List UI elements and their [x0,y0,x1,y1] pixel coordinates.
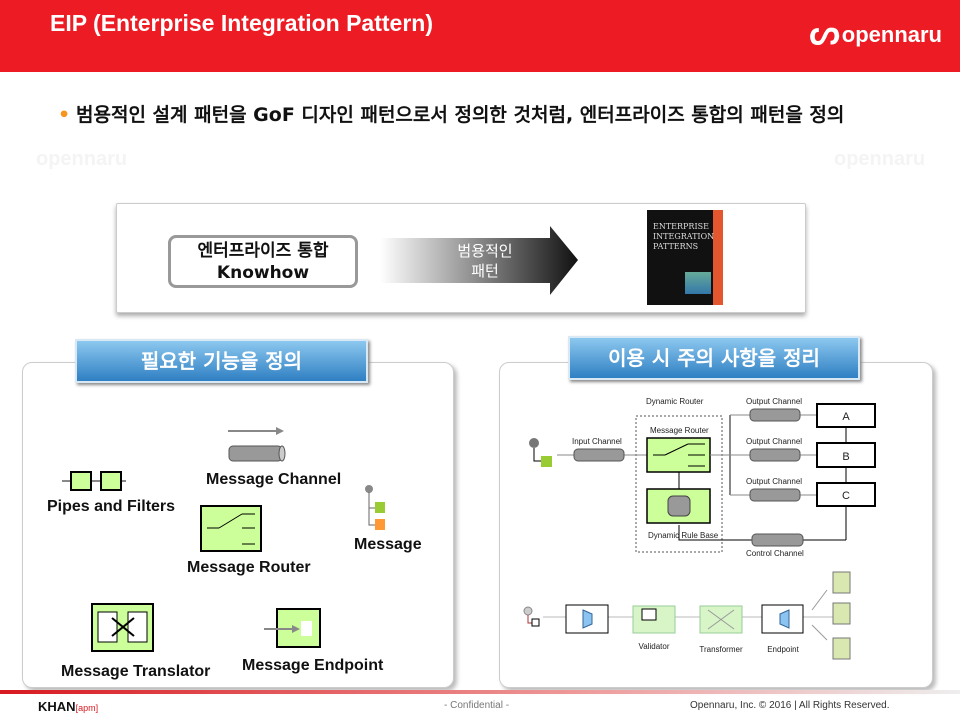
target-a: A [842,411,850,423]
svg-text:Output Channel: Output Channel [746,397,802,406]
message-router-icon [200,505,262,552]
target-b: B [842,451,849,463]
message-channel-label: Message Channel [206,471,342,488]
control-channel-label: Control Channel [746,549,804,558]
eip-book-cover: Enterprise Integration Patterns [647,210,723,305]
input-channel-label: Input Channel [572,437,622,446]
pipes-and-filters-label: Pipes and Filters [47,498,176,515]
message-translator-icon [91,603,154,652]
left-panel-title: 필요한 기능을 정의 [75,339,368,383]
dynamic-router-label: Dynamic Router [646,397,704,406]
message-label: Message [354,536,422,553]
processing-pipeline: Validator Transformer Endpoint [523,571,851,660]
svg-text:Output Channel: Output Channel [746,437,802,446]
copyright: Opennaru, Inc. © 2016 | All Rights Reser… [690,700,890,711]
svg-text:Validator: Validator [639,642,670,651]
message-router-label: Message Router [187,559,311,576]
header-bar [0,0,960,72]
bullet-text: •범용적인 설계 패턴을 GoF 디자인 패턴으로서 정의한 것처럼, 엔터프라… [58,104,845,126]
target-c: C [842,490,850,502]
message-icon [365,485,385,530]
message-channel-icon [228,427,286,462]
khan-apm-logo: KHAN[apm] [38,699,99,714]
footer-divider [0,690,960,694]
right-panel-title: 이용 시 주의 사항을 정리 [568,336,860,380]
watermark: opennaru [834,148,926,170]
svg-text:Transformer: Transformer [699,645,743,654]
page-title: EIP (Enterprise Integration Pattern) [50,10,433,36]
svg-text:Endpoint: Endpoint [767,645,799,654]
watermark: opennaru [36,148,128,170]
pipes-and-filters-icon [62,471,126,491]
arrow-icon [380,226,578,295]
message-endpoint-label: Message Endpoint [242,657,384,674]
rule-base-label: Dynamic Rule Base [648,531,719,540]
message-endpoint-icon [264,608,321,648]
message-translator-label: Message Translator [61,663,211,680]
confidential-label: - Confidential - [444,700,510,711]
message-router-label: Message Router [650,426,709,435]
output-channels: Output Channel Output Channel Output Cha… [730,397,816,502]
svg-text:Output Channel: Output Channel [746,477,802,486]
